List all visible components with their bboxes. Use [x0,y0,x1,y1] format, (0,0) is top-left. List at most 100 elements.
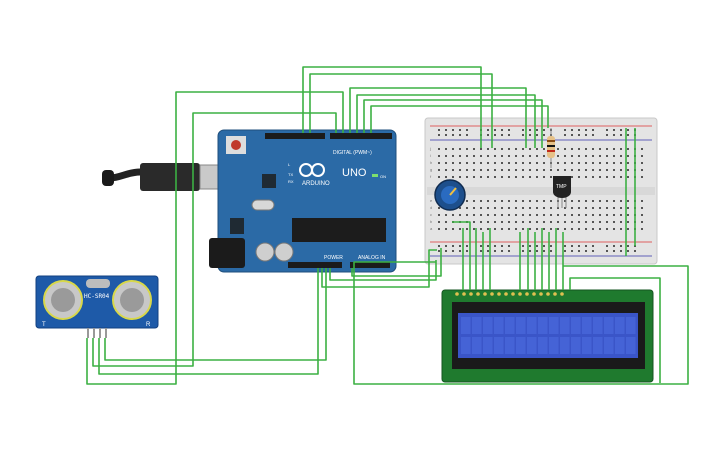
breadboard-hole[interactable] [564,169,566,171]
breadboard-hole[interactable] [529,214,531,216]
breadboard-hole[interactable] [466,155,468,157]
breadboard-hole[interactable] [459,228,461,230]
breadboard-hole[interactable] [494,134,496,136]
breadboard-hole[interactable] [613,200,615,202]
wire-5v-to-rail[interactable] [321,249,437,288]
breadboard-hole[interactable] [480,245,482,247]
breadboard-hole[interactable] [585,169,587,171]
breadboard-hole[interactable] [585,129,587,131]
breadboard-hole[interactable] [480,176,482,178]
lcd-header-pin[interactable] [511,292,515,296]
wire-digital-to-breadboard-3[interactable] [349,87,527,148]
breadboard-hole[interactable] [543,134,545,136]
breadboard-hole[interactable] [606,134,608,136]
lcd-header-pin[interactable] [518,292,522,296]
breadboard-hole[interactable] [438,169,440,171]
breadboard-hole[interactable] [627,162,629,164]
breadboard-hole[interactable] [550,245,552,247]
breadboard-hole[interactable] [459,245,461,247]
breadboard-hole[interactable] [627,214,629,216]
breadboard-hole[interactable] [515,176,517,178]
temperature-sensor[interactable]: TMP [553,176,571,208]
breadboard-hole[interactable] [529,129,531,131]
breadboard-hole[interactable] [452,155,454,157]
breadboard-hole[interactable] [606,162,608,164]
breadboard-hole[interactable] [606,169,608,171]
breadboard-hole[interactable] [494,214,496,216]
breadboard-hole[interactable] [620,228,622,230]
breadboard-hole[interactable] [606,228,608,230]
breadboard-hole[interactable] [508,169,510,171]
lcd-header-pin[interactable] [462,292,466,296]
breadboard-hole[interactable] [592,129,594,131]
breadboard-hole[interactable] [529,169,531,171]
breadboard-hole[interactable] [620,148,622,150]
breadboard-hole[interactable] [613,207,615,209]
breadboard-hole[interactable] [606,245,608,247]
breadboard-hole[interactable] [620,162,622,164]
wire-lcd-backlight-loop[interactable] [442,265,689,385]
breadboard-hole[interactable] [480,207,482,209]
breadboard-hole[interactable] [466,207,468,209]
breadboard-hole[interactable] [578,207,580,209]
breadboard-hole[interactable] [571,221,573,223]
breadboard-hole[interactable] [473,200,475,202]
breadboard-hole[interactable] [550,214,552,216]
breadboard-hole[interactable] [445,228,447,230]
breadboard-hole[interactable] [606,176,608,178]
breadboard-hole[interactable] [522,169,524,171]
wire-digital-to-breadboard-4[interactable] [356,94,536,148]
breadboard-hole[interactable] [641,162,643,164]
lcd-header-pin[interactable] [553,292,557,296]
breadboard-hole[interactable] [564,129,566,131]
breadboard-hole[interactable] [571,148,573,150]
breadboard-hole[interactable] [613,250,615,252]
breadboard-hole[interactable] [543,169,545,171]
breadboard-hole[interactable] [508,214,510,216]
wire-digital-to-lcd-2[interactable] [309,73,493,148]
breadboard-hole[interactable] [599,162,601,164]
lcd-display[interactable] [441,289,654,383]
breadboard-hole[interactable] [501,129,503,131]
breadboard-hole[interactable] [641,155,643,157]
breadboard-hole[interactable] [613,134,615,136]
breadboard-hole[interactable] [515,214,517,216]
breadboard-hole[interactable] [452,169,454,171]
breadboard-hole[interactable] [501,207,503,209]
breadboard-hole[interactable] [641,176,643,178]
breadboard-hole[interactable] [592,134,594,136]
breadboard-hole[interactable] [564,207,566,209]
breadboard-hole[interactable] [445,129,447,131]
breadboard-hole[interactable] [438,129,440,131]
breadboard-hole[interactable] [613,155,615,157]
breadboard-hole[interactable] [627,221,629,223]
breadboard-hole[interactable] [494,200,496,202]
breadboard-hole[interactable] [620,207,622,209]
breadboard-hole[interactable] [578,148,580,150]
breadboard-hole[interactable] [578,228,580,230]
breadboard-hole[interactable] [613,245,615,247]
breadboard-hole[interactable] [599,169,601,171]
breadboard-hole[interactable] [641,228,643,230]
breadboard-hole[interactable] [529,134,531,136]
breadboard-hole[interactable] [641,221,643,223]
breadboard-hole[interactable] [466,148,468,150]
breadboard-hole[interactable] [452,148,454,150]
breadboard-hole[interactable] [592,162,594,164]
breadboard-hole[interactable] [571,214,573,216]
breadboard-hole[interactable] [466,176,468,178]
lcd-header-pin[interactable] [490,292,494,296]
breadboard-hole[interactable] [543,250,545,252]
breadboard-hole[interactable] [578,155,580,157]
breadboard-hole[interactable] [536,169,538,171]
breadboard-hole[interactable] [494,221,496,223]
breadboard-hole[interactable] [452,250,454,252]
breadboard-hole[interactable] [613,162,615,164]
lcd-header-pin[interactable] [455,292,459,296]
breadboard-hole[interactable] [620,169,622,171]
breadboard-hole[interactable] [620,155,622,157]
breadboard-hole[interactable] [627,155,629,157]
breadboard-hole[interactable] [536,129,538,131]
breadboard-hole[interactable] [508,129,510,131]
breadboard-hole[interactable] [466,245,468,247]
